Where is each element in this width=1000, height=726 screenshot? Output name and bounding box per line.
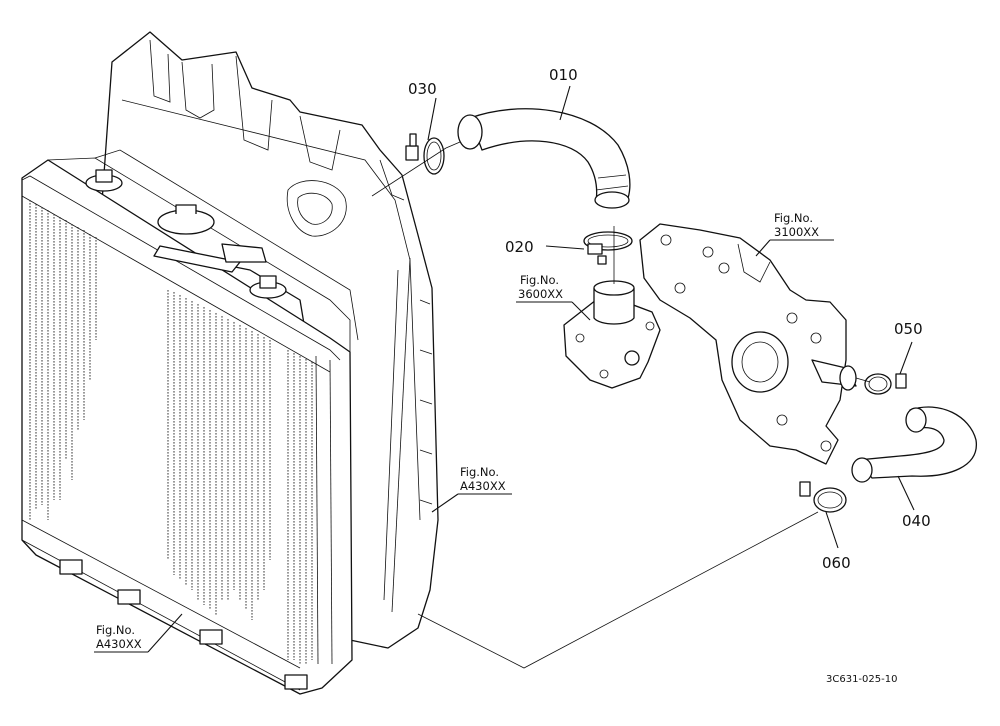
radiator-core-left [29,200,97,520]
fig-ref-3600-code: 3600XX [518,287,563,301]
callout-050: 050 [894,320,923,338]
radiator [21,149,359,695]
fig-ref-a430-shroud-prefix: Fig.No. [460,465,499,479]
callout-060: 060 [822,554,851,572]
callout-020: 020 [505,238,534,256]
radiator-core-middle [167,290,271,620]
figure-references: Fig.No. 3100XX Fig.No. 3600XX Fig.No. A4… [96,211,819,651]
water-pump-cover [639,223,857,465]
radiator-core-right [287,350,313,665]
fig-ref-3100-prefix: Fig.No. [774,211,813,225]
thermostat-housing [563,280,661,389]
callouts: 010 030 020 050 040 060 [408,66,931,572]
upper-hose-010 [457,108,631,209]
hose-clamp-030 [405,133,445,175]
connection-lines [371,141,871,669]
callout-010: 010 [549,66,578,84]
fig-ref-a430-radiator-code: A430XX [96,637,142,651]
fan-shroud [99,31,439,649]
callout-040: 040 [902,512,931,530]
hose-clamp-060 [799,481,847,513]
callout-030: 030 [408,80,437,98]
hose-clamp-020 [583,231,633,265]
fig-ref-3100-code: 3100XX [774,225,819,239]
hose-clamp-050 [864,373,907,395]
leader-lines [94,85,915,653]
fig-ref-a430-radiator-prefix: Fig.No. [96,623,135,637]
fig-ref-a430-shroud-code: A430XX [460,479,506,493]
drawing-code: 3C631-025-10 [826,674,897,685]
lower-hose-040 [851,406,977,483]
fig-ref-3600-prefix: Fig.No. [520,273,559,287]
